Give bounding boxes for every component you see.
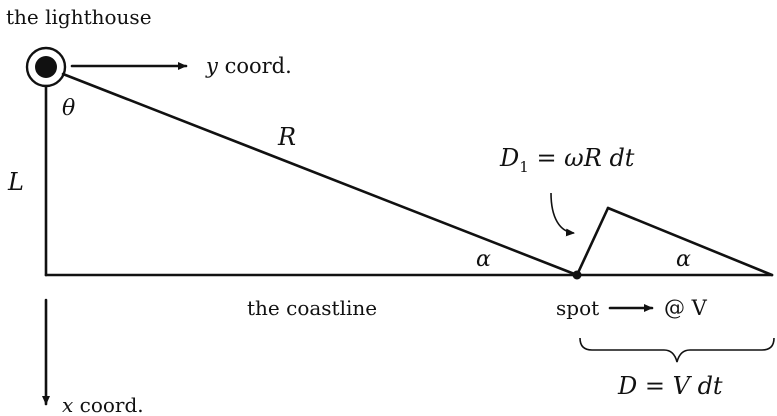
- R-label: R: [277, 123, 296, 151]
- theta-label: θ: [62, 96, 75, 121]
- y-coord-label: y coord.: [205, 54, 292, 78]
- L-label: L: [7, 168, 24, 196]
- small-triangle-hypotenuse: [606, 206, 774, 277]
- alpha-left-label: α: [476, 247, 491, 272]
- D1-pointer-arrow: [550, 192, 575, 237]
- D-brace: [579, 337, 775, 363]
- beam-R-line: [61, 72, 579, 277]
- lighthouse-symbol: [25, 46, 67, 88]
- coastline-label: the coastline: [247, 296, 377, 320]
- displacement-D1-line: [575, 206, 610, 277]
- lighthouse-label: the lighthouse: [6, 5, 152, 29]
- spot-dot: [572, 270, 582, 280]
- at-V-label: @ V: [664, 296, 708, 320]
- spot-label: spot: [556, 296, 599, 320]
- D1-equation: D1 = ωR dt: [499, 144, 635, 176]
- x-coord-label: x coord.: [62, 393, 144, 416]
- D-equation: D = V dt: [617, 372, 723, 400]
- alpha-right-label: α: [676, 247, 691, 272]
